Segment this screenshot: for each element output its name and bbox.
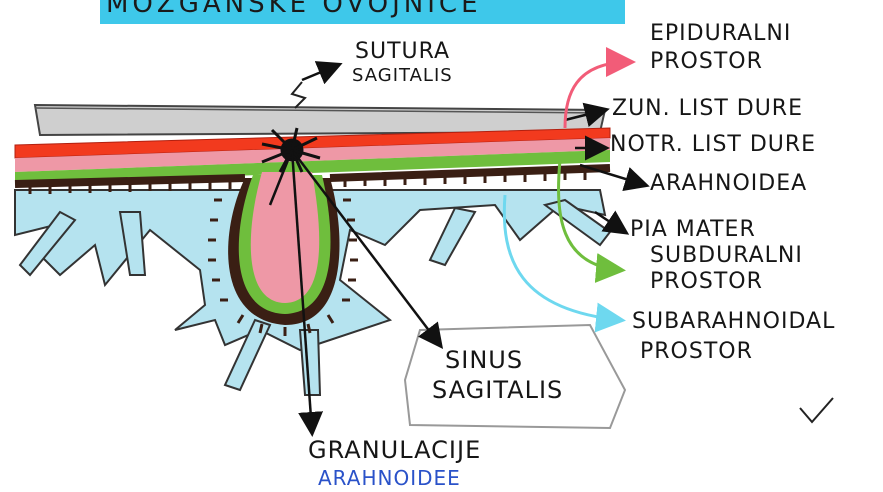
notr-list-dure-label: NOTR. LIST DURE: [610, 133, 816, 157]
sutura-label-line2: SAGITALIS: [352, 64, 453, 88]
subduralni-label-line1: SUBDURALNI: [650, 244, 803, 268]
subarahnoidalni-label-line1: SUBARAHNOIDAL: [632, 310, 835, 334]
epiduralni-label-line2: PROSTOR: [650, 50, 763, 74]
epiduralni-label-line1: EPIDURALNI: [650, 22, 791, 46]
granulacije-label: GRANULACIJE: [308, 438, 481, 462]
zun-list-dure-label: ZUN. LIST DURE: [612, 97, 803, 121]
sinus-label-line2: SAGITALIS: [432, 378, 563, 402]
granulacije-sub-label: ARAHNOIDEE: [318, 466, 461, 490]
pia-mater-label: PIA MATER: [630, 218, 756, 242]
arahnoidea-label: ARAHNOIDEA: [650, 172, 807, 196]
subarahnoidalni-label-line2: PROSTOR: [640, 340, 753, 364]
sinus-label-line1: SINUS: [445, 348, 523, 372]
sutura-label-line1: SUTURA: [355, 40, 450, 64]
check-mark-icon: [800, 398, 833, 422]
subduralni-label-line2: PROSTOR: [650, 270, 763, 294]
bone-layer: [35, 82, 605, 135]
